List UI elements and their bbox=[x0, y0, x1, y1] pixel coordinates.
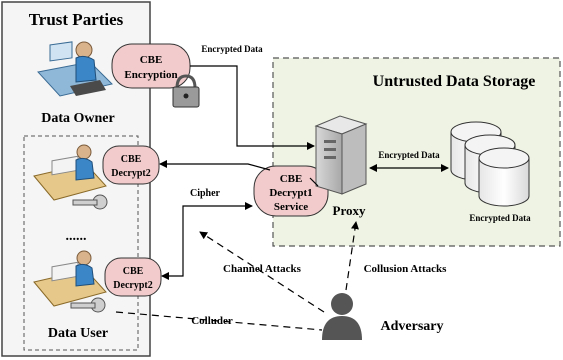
encrypted-data-label-top: Encrypted Data bbox=[201, 44, 263, 54]
cipher-label: Cipher bbox=[190, 188, 221, 199]
adversary-icon bbox=[322, 293, 362, 340]
data-user-label: Data User bbox=[48, 326, 108, 341]
svg-text:Service: Service bbox=[274, 201, 308, 213]
cbe-decrypt2-bubble-bottom: CBE Decrypt2 bbox=[104, 257, 162, 297]
collusion-attacks-label: Collusion Attacks bbox=[364, 263, 448, 275]
proxy-label: Proxy bbox=[333, 203, 366, 218]
key-icon-top bbox=[72, 194, 108, 210]
svg-text:CBE: CBE bbox=[121, 154, 142, 165]
data-user-icon-bottom bbox=[33, 250, 107, 307]
colluder-label: Colluder bbox=[191, 315, 233, 327]
svg-text:Decrypt2: Decrypt2 bbox=[111, 168, 150, 179]
adversary-label: Adversary bbox=[381, 319, 444, 334]
cbe-encryption-bubble: CBE Encryption bbox=[111, 43, 191, 89]
channel-attacks-edge bbox=[199, 231, 325, 313]
cbe-decrypt2-bubble-top: CBE Decrypt2 bbox=[102, 145, 160, 185]
database-label: Encrypted Data bbox=[469, 213, 531, 223]
untrusted-storage-title: Untrusted Data Storage bbox=[373, 73, 536, 90]
data-user-icon-top bbox=[33, 144, 107, 201]
trust-parties-title: Trust Parties bbox=[29, 10, 124, 29]
svg-text:Encryption: Encryption bbox=[124, 69, 177, 81]
channel-attacks-label: Channel Attacks bbox=[223, 263, 302, 275]
proxy-to-service-edge bbox=[309, 177, 319, 187]
data-owner-label: Data Owner bbox=[41, 111, 115, 126]
database-icon bbox=[450, 121, 530, 207]
cbe-decrypt1-service-bubble: CBE Decrypt1 Service bbox=[253, 165, 329, 217]
decrypt2-top-to-service-edge bbox=[159, 160, 271, 171]
data-user-group bbox=[23, 135, 139, 351]
data-owner-icon bbox=[37, 41, 113, 97]
svg-text:Decrypt1: Decrypt1 bbox=[269, 187, 312, 199]
proxy-server-icon bbox=[314, 115, 368, 195]
key-icon-bottom bbox=[70, 297, 106, 313]
encrypted-data-label-proxy: Encrypted Data bbox=[378, 150, 440, 160]
cipher-edge bbox=[161, 202, 253, 280]
colluder-edge bbox=[115, 311, 323, 331]
svg-text:CBE: CBE bbox=[123, 266, 144, 277]
svg-text:CBE: CBE bbox=[140, 54, 163, 66]
svg-text:Decrypt2: Decrypt2 bbox=[113, 280, 152, 291]
encrypted-data-edge-top bbox=[190, 65, 315, 150]
padlock-icon bbox=[172, 74, 200, 108]
svg-text:CBE: CBE bbox=[280, 173, 303, 185]
database-cylinder-3 bbox=[478, 147, 530, 207]
ellipsis: ...... bbox=[66, 229, 87, 244]
